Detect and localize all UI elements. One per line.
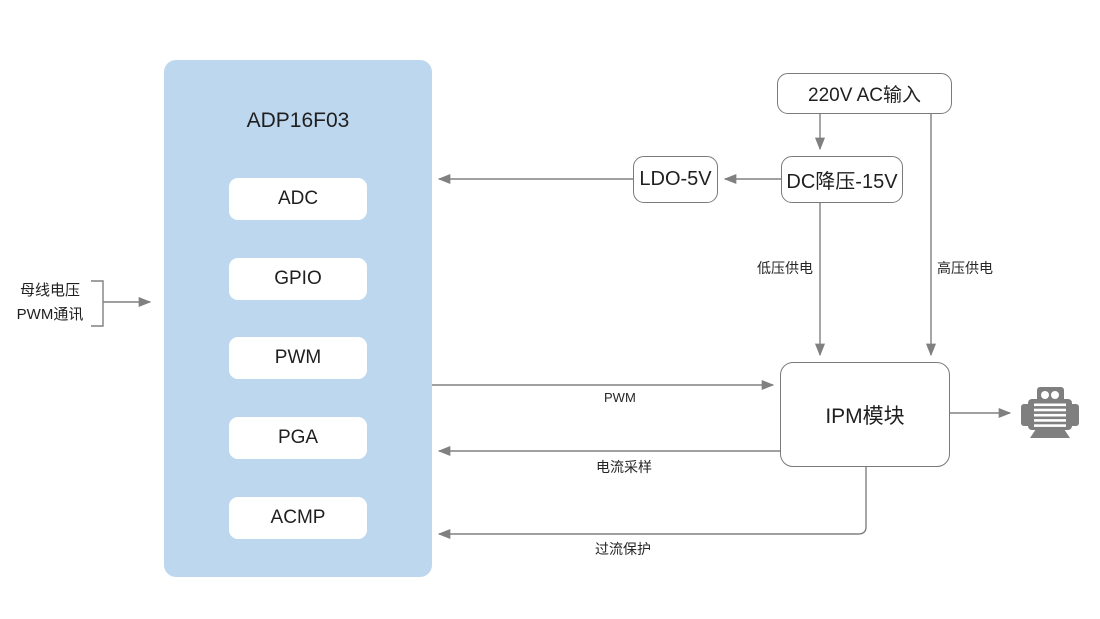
input-signal-line2: PWM通讯 bbox=[16, 306, 84, 323]
box-ac-input: 220V AC输入 bbox=[777, 73, 952, 114]
edge-overcurrent bbox=[437, 467, 867, 540]
label-high-voltage: 高压供电 bbox=[937, 260, 993, 276]
input-bracket bbox=[91, 280, 104, 327]
label-pwm: PWM bbox=[604, 390, 636, 405]
box-ldo: LDO-5V bbox=[633, 156, 718, 203]
input-signal-label: 母线电压 PWM通讯 bbox=[8, 279, 92, 327]
module-box-acmp: ACMP bbox=[229, 497, 367, 539]
module-box-gpio: GPIO bbox=[229, 258, 367, 300]
box-dc-buck: DC降压-15V bbox=[781, 156, 903, 203]
module-box-pga: PGA bbox=[229, 417, 367, 459]
mcu-title: ADP16F03 bbox=[246, 109, 350, 132]
label-current-sampling: 电流采样 bbox=[596, 459, 652, 475]
box-ipm: IPM模块 bbox=[780, 362, 950, 467]
label-overcurrent-protection: 过流保护 bbox=[595, 541, 651, 557]
mcu-block bbox=[164, 60, 432, 577]
label-low-voltage: 低压供电 bbox=[757, 260, 813, 276]
motor-icon bbox=[1021, 387, 1079, 438]
input-signal-line1: 母线电压 bbox=[19, 282, 80, 299]
module-box-pwm: PWM bbox=[229, 337, 367, 379]
module-box-adc: ADC bbox=[229, 178, 367, 220]
